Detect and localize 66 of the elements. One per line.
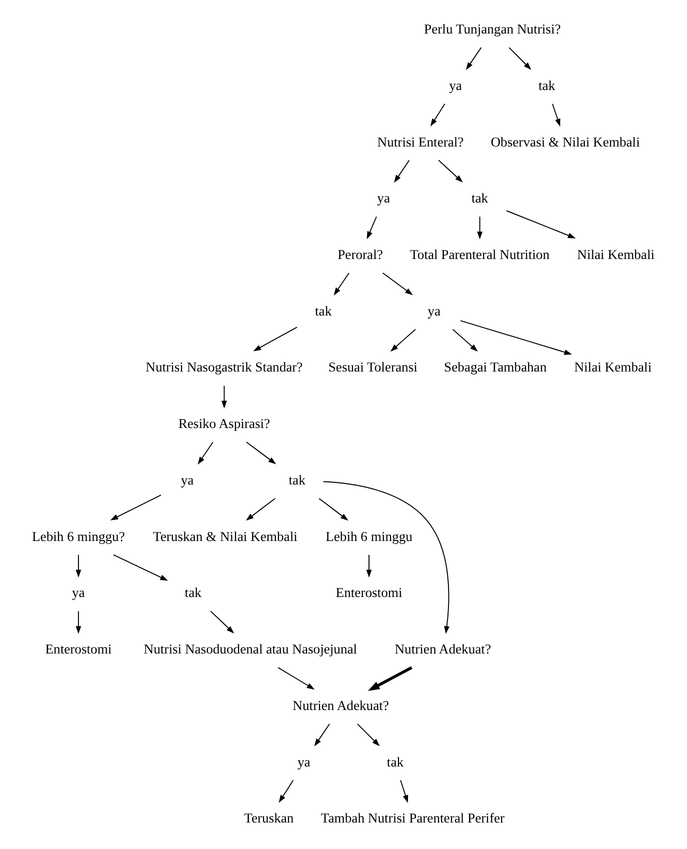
arrow xyxy=(110,494,162,520)
node-text: Enterostomi xyxy=(336,585,402,600)
arrow xyxy=(477,216,483,240)
node-text: ya xyxy=(377,190,390,206)
node-text: Peroral? xyxy=(338,247,383,262)
node-text: tak xyxy=(471,190,488,206)
node-text: ya xyxy=(428,303,441,318)
node-text: tak xyxy=(386,754,404,770)
arrow xyxy=(278,780,294,803)
node-text: Resiko Aspirasi? xyxy=(178,416,270,432)
node-text: tak xyxy=(315,303,332,318)
arrow xyxy=(506,210,576,238)
arrow xyxy=(382,272,413,296)
arrow xyxy=(198,442,214,465)
node-text: ya xyxy=(72,585,85,600)
node-text: Lebih 6 minggu xyxy=(326,528,412,544)
arrow xyxy=(368,666,412,691)
arrow xyxy=(253,326,298,352)
arrow xyxy=(76,610,82,634)
arrow xyxy=(278,667,315,690)
arrow xyxy=(390,328,416,352)
node-text: tak xyxy=(184,585,202,600)
node-text: Perlu Tunjangan Nutrisi? xyxy=(424,22,561,37)
node-text: Nutrisi Nasogastrik Standar? xyxy=(146,360,303,375)
arrow xyxy=(430,103,446,126)
arrow xyxy=(246,442,276,464)
arrow xyxy=(438,160,463,183)
node-text: Teruskan xyxy=(244,810,294,826)
arrow xyxy=(113,554,168,581)
node-text: ya xyxy=(180,472,194,488)
node-text: Lebih 6 minggu? xyxy=(32,528,125,544)
arrow xyxy=(366,554,372,578)
node-text: tak xyxy=(288,472,306,488)
arrow xyxy=(334,272,350,296)
node-text: Sesuai Toleransi xyxy=(328,360,418,375)
arrow xyxy=(466,47,482,70)
arrow xyxy=(76,554,82,578)
node-text: Sebagai Tambahan xyxy=(444,360,547,375)
arrow xyxy=(400,780,408,803)
node-text: Nutrien Adekuat? xyxy=(394,642,491,657)
arrow xyxy=(318,498,348,521)
node-text: Observasi & Nilai Kembali xyxy=(490,134,640,150)
node-text: Nilai Kembali xyxy=(577,247,655,262)
arrow xyxy=(210,610,234,634)
node-text: tak xyxy=(538,78,556,93)
node-text: ya xyxy=(297,754,310,770)
arrow xyxy=(508,47,532,70)
node-text: Enterostomi xyxy=(45,642,112,657)
node-text: Total Parenteral Nutrition xyxy=(410,247,550,262)
arrow xyxy=(222,385,227,408)
arrow xyxy=(452,328,478,352)
arrow xyxy=(322,481,450,634)
arrow xyxy=(552,103,560,127)
arrow xyxy=(246,498,276,521)
arrow xyxy=(366,216,377,240)
node-text: Nilai Kembali xyxy=(574,360,652,375)
arrow xyxy=(460,320,572,355)
arrow xyxy=(314,723,330,746)
node-text: Nutrisi Nasoduodenal atau Nasojejunal xyxy=(144,642,358,657)
node-text: Teruskan & Nilai Kembali xyxy=(152,528,298,544)
node-text: Tambah Nutrisi Parenteral Perifer xyxy=(320,810,505,826)
arrow xyxy=(356,723,380,746)
node-text: Nutrisi Enteral? xyxy=(377,134,464,150)
node-text: ya xyxy=(449,78,462,93)
arrow xyxy=(394,160,410,183)
node-text: Nutrien Adekuat? xyxy=(292,698,389,713)
